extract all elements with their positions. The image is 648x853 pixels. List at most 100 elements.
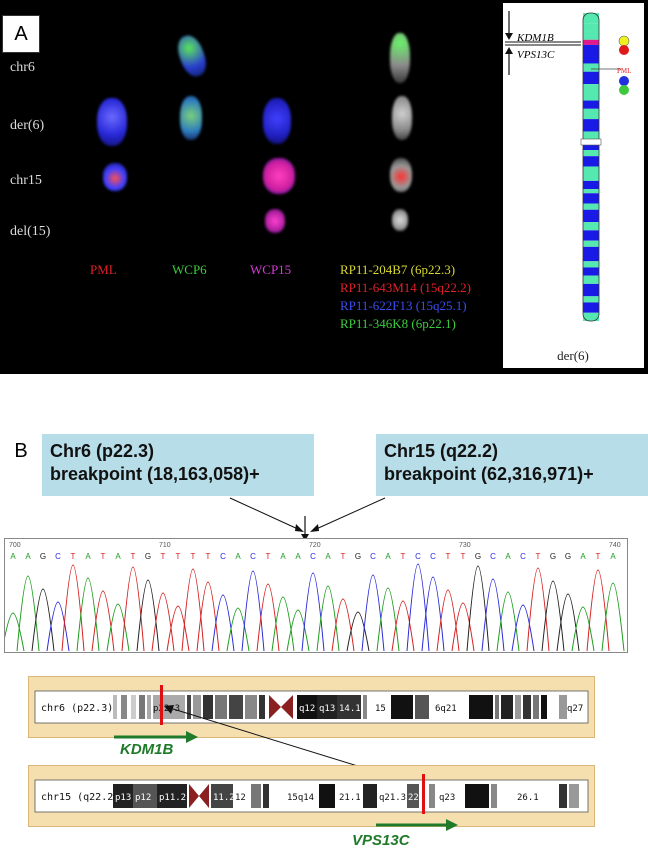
chr15-ideogram-bar: chr15 (q22.2) p13 p12 p11.2 11.2 12 15q1… (28, 765, 595, 827)
fish-chromosome (103, 163, 127, 191)
gene-label-vps13c: VPS13C (352, 832, 410, 849)
base-call: C (220, 552, 226, 561)
fish-chromosome (392, 209, 408, 231)
ideogram-band (583, 240, 599, 247)
svg-text:q13: q13 (319, 704, 335, 714)
breakpoint-chr15-position: breakpoint (62,316,971)+ (384, 464, 594, 484)
position-tick-label: 730 (459, 542, 471, 549)
svg-text:12: 12 (235, 793, 246, 803)
ideogram-band (583, 267, 599, 276)
ideogram-band (583, 193, 599, 204)
trace-peak (571, 606, 595, 652)
base-call: T (596, 552, 601, 561)
base-call: T (71, 552, 76, 561)
trace-peak (436, 589, 460, 652)
trace-peak (106, 603, 130, 652)
trace-peak (466, 565, 490, 652)
svg-text:p11.2: p11.2 (159, 793, 186, 803)
trace-peak (316, 585, 340, 652)
ideogram-band (583, 108, 599, 120)
svg-text:15q14: 15q14 (287, 793, 314, 803)
trace-peak (121, 566, 145, 652)
arrow-down-head (505, 33, 513, 40)
base-call: T (401, 552, 406, 561)
svg-text:p22.3: p22.3 (153, 704, 180, 714)
base-call: A (385, 552, 391, 561)
trace-peak (196, 581, 220, 652)
probe-dot-yellow (618, 35, 630, 47)
ideogram-gene-vps13c: VPS13C (517, 49, 555, 61)
trace-peak (361, 574, 385, 652)
trace-peak (391, 600, 415, 652)
svg-text:q21.3: q21.3 (379, 793, 406, 803)
base-call: G (565, 552, 571, 561)
fish-chromosome (263, 158, 295, 194)
der6-ideogram: KDM1B VPS13C PML der(6) (503, 3, 644, 368)
ideogram-band (583, 246, 599, 262)
ideogram-band (583, 156, 599, 167)
trace-peak (421, 576, 445, 652)
base-call: T (461, 552, 466, 561)
ideogram-band (583, 302, 599, 313)
base-call: C (520, 552, 526, 561)
trace-peak (31, 588, 55, 652)
ideogram-band (583, 296, 599, 303)
svg-text:22: 22 (408, 793, 419, 803)
svg-text:11.2: 11.2 (213, 793, 235, 803)
base-call: T (446, 552, 451, 561)
ideogram-band (583, 23, 599, 32)
svg-text:q23: q23 (439, 793, 455, 803)
bac-probe-label: RP11-346K8 (6p22.1) (340, 316, 456, 331)
trace-peak (226, 607, 250, 652)
panel-b-letter: B (2, 432, 40, 470)
position-tick-label: 720 (309, 542, 321, 549)
trace-peak (331, 598, 355, 652)
der6-ideogram-drawing: KDM1B VPS13C PML der(6) (505, 11, 631, 363)
probe-label-pml: PML (90, 262, 117, 277)
base-call: A (115, 552, 121, 561)
probe-label-wcp15: WCP15 (250, 262, 292, 277)
trace-peak (301, 572, 325, 652)
ideogram-band (583, 312, 599, 321)
row-label-chr6: chr6 (10, 60, 35, 75)
trace-peak (481, 578, 505, 652)
base-call: A (610, 552, 616, 561)
base-call: C (430, 552, 436, 561)
base-call: A (85, 552, 91, 561)
breakpoint-chr6-title: Chr6 (p22.3) (50, 441, 155, 461)
base-call: A (280, 552, 286, 561)
trace-peak (91, 590, 115, 652)
arrow-up-head (505, 47, 513, 54)
chr6-bar-drawing: chr6 (p22.3) p22.3 q12 q13 14.1 15 6q21 (34, 685, 589, 725)
trace-peak (511, 604, 535, 652)
trace-peak (601, 582, 625, 652)
position-tick-label: 700 (9, 542, 21, 549)
breakpoint-arrows (229, 497, 386, 541)
ideogram-band (583, 71, 599, 85)
fish-chromosome (392, 96, 412, 140)
ideogram-band (583, 261, 599, 268)
probe-dot-green (619, 85, 629, 95)
row-label-del15: del(15) (10, 224, 51, 239)
gene-label-kdm1b: KDM1B (120, 741, 174, 758)
breakpoint-box-chr6: Chr6 (p22.3) breakpoint (18,163,058)+ (42, 434, 314, 496)
ideogram-pml-label: PML (617, 67, 631, 75)
kdm1b-gene-arrow (114, 731, 198, 743)
ideogram-band (583, 230, 599, 241)
trace-peak (61, 564, 85, 652)
base-call: C (55, 552, 61, 561)
ideogram-gene-kdm1b: KDM1B (516, 32, 554, 44)
svg-text:q27: q27 (567, 704, 583, 714)
trace-peak (211, 594, 235, 652)
trace-peak (136, 579, 160, 652)
ideogram-band (583, 13, 599, 24)
breakpoint-chr15-title: Chr15 (q22.2) (384, 441, 499, 461)
ideogram-band (583, 189, 599, 194)
base-call: T (206, 552, 211, 561)
base-call: C (370, 552, 376, 561)
trace-peak (286, 609, 310, 652)
trace-peak (151, 592, 175, 652)
trace-peak (5, 612, 25, 652)
